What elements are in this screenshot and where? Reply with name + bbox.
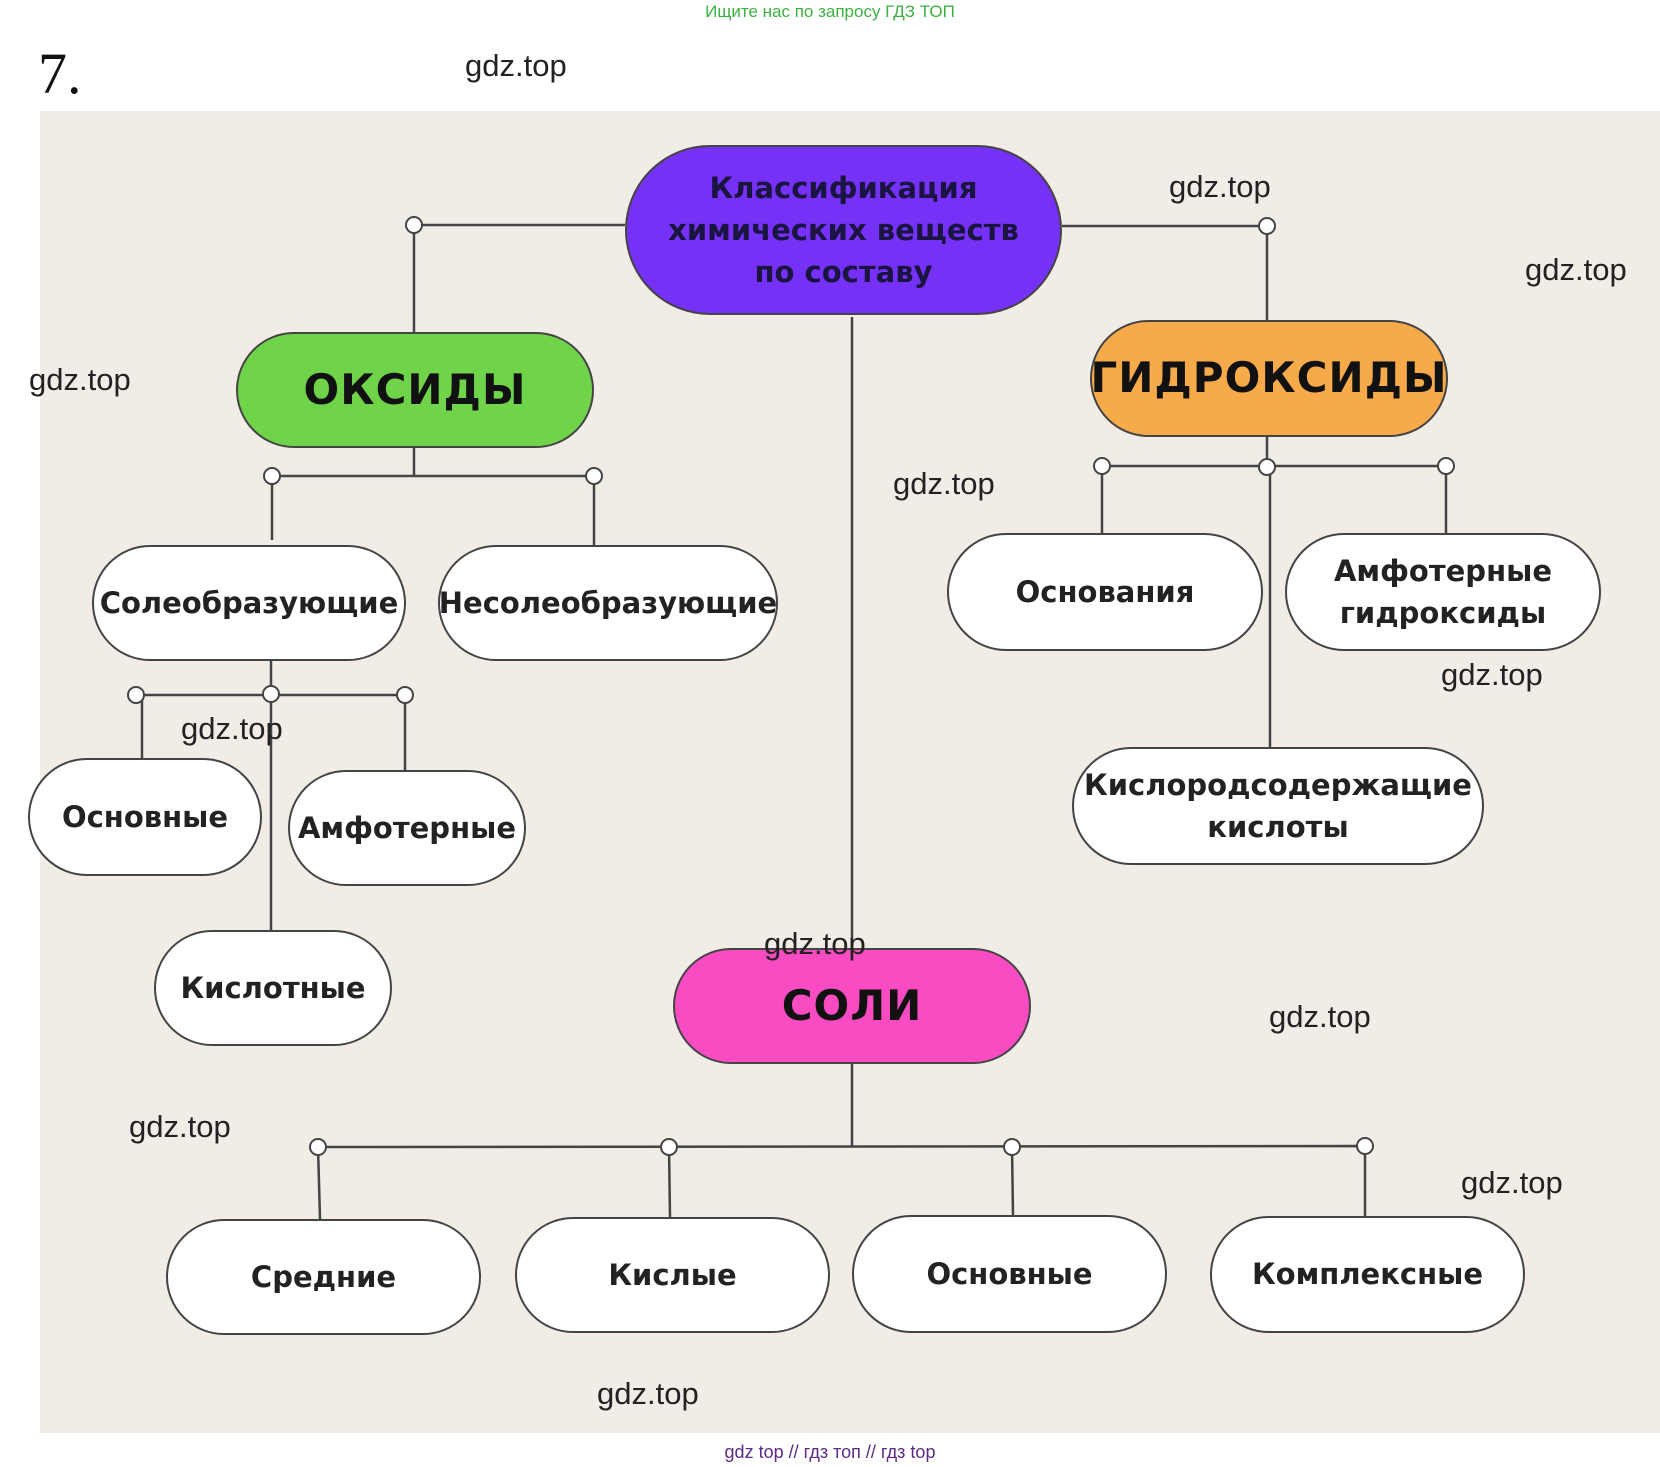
salts-label: СОЛИ	[781, 980, 923, 1030]
non-salt-forming-label: Несолеобразующие	[438, 585, 778, 620]
acidic-oxides-label: Кислотные	[180, 970, 366, 1005]
bases-node: Основания	[947, 533, 1263, 651]
salts-node: СОЛИ	[673, 948, 1031, 1064]
footer-links: gdz top // гдз топ // гдз top	[724, 1442, 936, 1462]
hydroxides-label: ГИДРОКСИДЫ	[1090, 353, 1448, 403]
basic-salts-node: Основные	[852, 1215, 1167, 1333]
watermark: gdz.top	[893, 466, 995, 501]
watermark: gdz.top	[29, 362, 131, 397]
watermark: gdz.top	[465, 48, 567, 83]
watermark: gdz.top	[1169, 169, 1271, 204]
complex-salts-label: Комплексные	[1251, 1257, 1484, 1292]
watermark: gdz.top	[764, 926, 866, 961]
watermark: gdz.top	[181, 711, 283, 746]
basic-oxides-node: Основные	[28, 758, 262, 876]
watermark: gdz.top	[1525, 252, 1627, 287]
complex-salts-node: Комплексные	[1210, 1216, 1525, 1333]
watermark: gdz.top	[1441, 657, 1543, 692]
root-label: Классификация химических веществ по сост…	[668, 170, 1019, 290]
watermark: gdz.top	[1461, 1165, 1563, 1200]
basic-salts-label: Основные	[926, 1256, 1093, 1291]
watermark: gdz.top	[597, 1376, 699, 1411]
task-number: 7.	[38, 41, 82, 106]
normal-salts-label: Средние	[250, 1259, 397, 1294]
oxides-node: ОКСИДЫ	[236, 332, 594, 448]
amphoteric-hydroxides-node: Амфотерные гидроксиды	[1285, 533, 1601, 651]
watermark: gdz.top	[129, 1109, 231, 1144]
hydroxides-node: ГИДРОКСИДЫ	[1090, 320, 1448, 437]
amphoteric-oxides-node: Амфотерные	[288, 770, 526, 886]
basic-oxides-label: Основные	[61, 799, 229, 834]
amphoteric-hydroxides-label: Амфотерные гидроксиды	[1333, 553, 1552, 630]
acidic-oxides-node: Кислотные	[154, 930, 392, 1046]
acid-salts-label: Кислые	[608, 1257, 737, 1292]
root-node: Классификация химических веществ по сост…	[625, 145, 1062, 315]
bases-label: Основания	[1015, 574, 1195, 609]
search-banner: Ищите нас по запросу ГДЗ ТОП	[705, 2, 955, 21]
acid-salts-node: Кислые	[515, 1217, 830, 1333]
non-salt-forming-oxides-node: Несолеобразующие	[438, 545, 778, 661]
salt-forming-label: Солеобразующие	[99, 585, 399, 620]
normal-salts-node: Средние	[166, 1219, 481, 1335]
salt-forming-oxides-node: Солеобразующие	[92, 545, 406, 661]
watermark: gdz.top	[1269, 999, 1371, 1034]
amphoteric-oxides-label: Амфотерные	[297, 810, 516, 845]
oxygen-acids-label: Кислородсодержащие кислоты	[1084, 767, 1472, 844]
oxygen-acids-node: Кислородсодержащие кислоты	[1072, 747, 1484, 865]
oxides-label: ОКСИДЫ	[303, 364, 527, 414]
